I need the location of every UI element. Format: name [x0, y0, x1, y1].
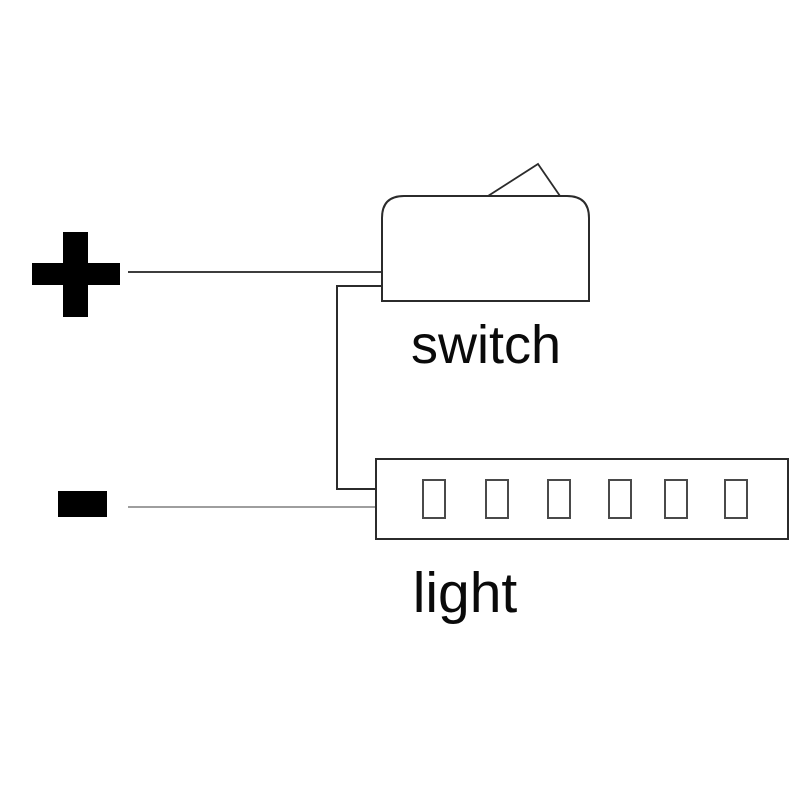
switch-body — [381, 195, 590, 302]
switch-label: switch — [411, 315, 561, 375]
plus-icon — [32, 232, 120, 317]
switch-to-light-wire — [336, 285, 382, 490]
led-segment — [664, 479, 688, 519]
led-segment — [422, 479, 446, 519]
led-segment — [547, 479, 571, 519]
led-segment — [724, 479, 748, 519]
switch-lever — [487, 162, 561, 197]
minus-icon — [58, 491, 107, 517]
plus-icon-vertical-bar — [63, 232, 88, 317]
light-strip-segments — [422, 479, 748, 519]
led-segment — [485, 479, 509, 519]
light-label: light — [413, 561, 518, 625]
led-segment — [608, 479, 632, 519]
